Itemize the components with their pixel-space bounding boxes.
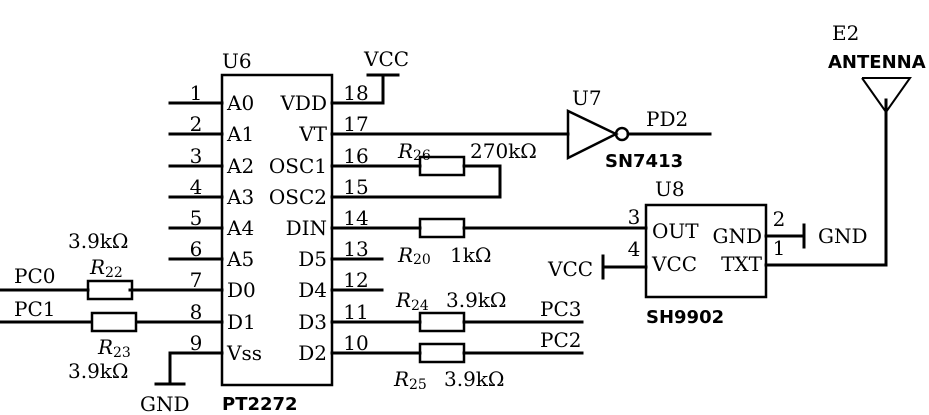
pin-name: A2 [226, 154, 254, 178]
u7-ref: U7 [572, 86, 602, 110]
pin-name: OSC2 [269, 185, 327, 209]
u6-part: PT2272 [222, 394, 298, 415]
pin-number: 10 [343, 331, 368, 355]
u6-body [220, 73, 334, 387]
pc1-label: PC1 [14, 297, 55, 321]
pin-number: 8 [190, 300, 203, 324]
pin-name: Vss [226, 341, 262, 365]
pin-number: 5 [190, 206, 203, 230]
pin-name: D0 [227, 278, 256, 302]
pin-number: 11 [343, 300, 368, 324]
pin-name: GND [712, 224, 762, 248]
antenna-feed-wire [764, 98, 888, 267]
inverter-symbol [566, 109, 619, 161]
pin-line [330, 75, 385, 105]
resistor-r20 [418, 217, 466, 239]
resistor-r25 [418, 342, 466, 364]
r24-sub: 24 [411, 298, 429, 314]
u7-part: SN7413 [605, 151, 683, 172]
r25-sub: 25 [409, 377, 427, 393]
r24-value: 3.9kΩ [446, 288, 507, 312]
osc-loop-wire [462, 164, 502, 199]
pin-number: 12 [343, 268, 368, 292]
pin-name: OUT [652, 219, 699, 243]
pin-line [168, 351, 224, 384]
pin-number: 14 [343, 206, 368, 230]
vcc-top-label: VCC [363, 47, 409, 71]
pin-number: 2 [773, 207, 786, 231]
gnd-u8-label: GND [818, 224, 868, 248]
pin-number: 7 [190, 268, 203, 292]
r23-sub: 23 [113, 345, 131, 361]
r20-value: 1kΩ [450, 243, 491, 267]
r22-sub: 22 [105, 265, 123, 281]
pin-name: DIN [286, 216, 327, 240]
pin-name: D1 [227, 310, 256, 334]
antenna-ref: E2 [832, 21, 859, 45]
pin-name: VCC [651, 252, 697, 276]
pin-name: A5 [226, 247, 254, 271]
r25-value: 3.9kΩ [444, 367, 505, 391]
gnd-u6-label: GND [140, 392, 190, 415]
r23-ref: R [97, 335, 113, 359]
resistor-r24 [418, 311, 466, 333]
pin-number: 18 [343, 81, 368, 105]
pc3-label: PC3 [540, 297, 581, 321]
vcc-u8-label: VCC [547, 257, 593, 281]
pin-name: D3 [298, 310, 327, 334]
pin-number: 16 [343, 144, 368, 168]
pin-name: D4 [298, 278, 327, 302]
pin-name: A3 [226, 185, 254, 209]
pin-number: 2 [190, 112, 203, 136]
pin-number: 4 [628, 237, 641, 261]
r26-value: 270kΩ [470, 139, 537, 163]
pin-number: 1 [190, 81, 203, 105]
pin-number: 13 [343, 237, 368, 261]
pin-name: VDD [279, 91, 327, 115]
pin-number: 4 [190, 175, 203, 199]
u8-ref: U8 [655, 177, 685, 201]
r24-ref: R [395, 288, 411, 312]
pc2-label: PC2 [540, 328, 581, 352]
pin-name: VT [298, 122, 327, 146]
u6-ref: U6 [222, 49, 252, 73]
pin-name: D2 [298, 341, 327, 365]
pc0-label: PC0 [14, 264, 55, 288]
pin-number: 15 [343, 175, 368, 199]
r20-ref: R [397, 243, 413, 267]
r25-ref: R [393, 367, 409, 391]
pin-number: 9 [190, 331, 203, 355]
u8-part: SH9902 [646, 307, 724, 328]
pd2-label: PD2 [646, 107, 688, 131]
u8-body [644, 203, 768, 299]
resistor-r23 [90, 311, 138, 333]
pin-number: 6 [190, 237, 203, 261]
pin-name: OSC1 [269, 154, 327, 178]
r23-value: 3.9kΩ [68, 359, 129, 383]
r22-value: 3.9kΩ [68, 229, 129, 253]
pin-number: 1 [773, 236, 786, 260]
u6-left-pins: 1 2 3 4 5 6 7 8 9 A0 A1 A2 A3 A4 A5 D0 D… [128, 81, 262, 384]
r26-ref: R [397, 139, 413, 163]
pin-number: 3 [628, 205, 641, 229]
pin-name: A1 [226, 122, 254, 146]
antenna-icon [861, 77, 912, 114]
pin-name: A0 [226, 91, 254, 115]
r26-sub: 26 [413, 148, 431, 164]
antenna-label: ANTENNA [828, 52, 926, 73]
pin-name: D5 [298, 247, 327, 271]
r20-sub: 20 [413, 252, 431, 268]
pin-number: 3 [190, 144, 203, 168]
pin-name: TXT [721, 252, 763, 276]
r22-ref: R [89, 255, 105, 279]
pin-name: A4 [226, 216, 254, 240]
u6-right-pins: 18 17 16 15 14 13 12 11 10 VDD VT OSC1 O… [269, 75, 570, 365]
pin-number: 17 [343, 112, 368, 136]
resistor-r22 [86, 279, 134, 301]
